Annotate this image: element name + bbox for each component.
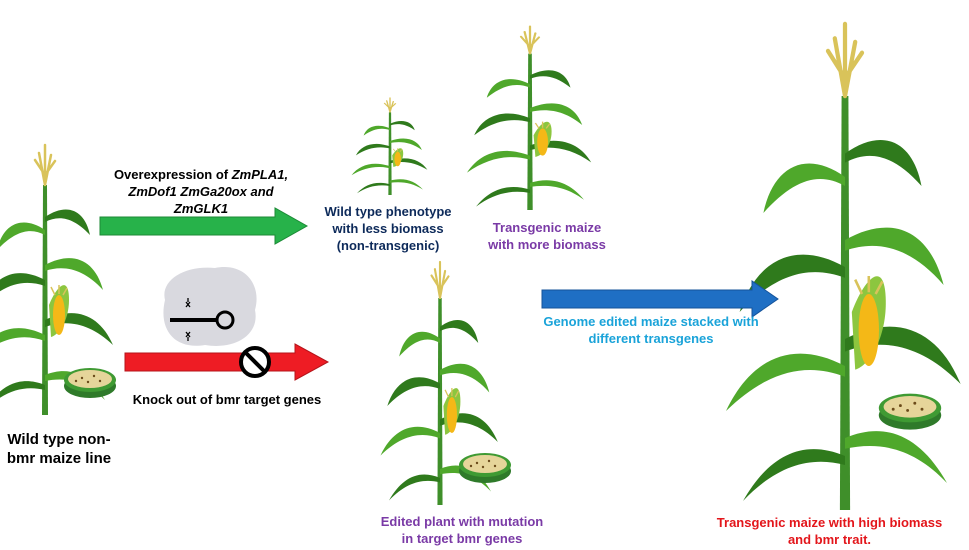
edited-plant-label: Edited plant with mutation in target bmr… [380,514,544,546]
maize-plant-icon [350,97,429,196]
red-arrow [124,343,330,381]
petri-dish-icon [878,393,942,430]
knockout-label: Knock out of bmr target genes [132,392,322,407]
maize-plant-icon [465,25,593,212]
genome-edited-label: Genome edited maize stacked with differe… [543,314,759,346]
green-arrow [99,207,309,245]
final-transgenic-label: Transgenic maize with high biomass and b… [716,515,943,547]
wild-type-phenotype-label: Wild type phenotype with less biomass (n… [324,204,452,253]
maize-plant-icon [726,24,961,510]
petri-dish-icon [64,368,116,398]
petri-dish-icon [459,453,511,483]
blue-arrow [541,280,779,318]
overexpression-label: Overexpression of ZmPLA1, ZmDof1 ZmGa20o… [113,167,289,216]
prohibition-icon [239,346,271,378]
crispr-scissors-icon [163,267,257,346]
wild-type-line-label: Wild type non- bmr maize line [6,431,112,467]
transgenic-more-label: Transgenic maize with more biomass [488,220,606,252]
